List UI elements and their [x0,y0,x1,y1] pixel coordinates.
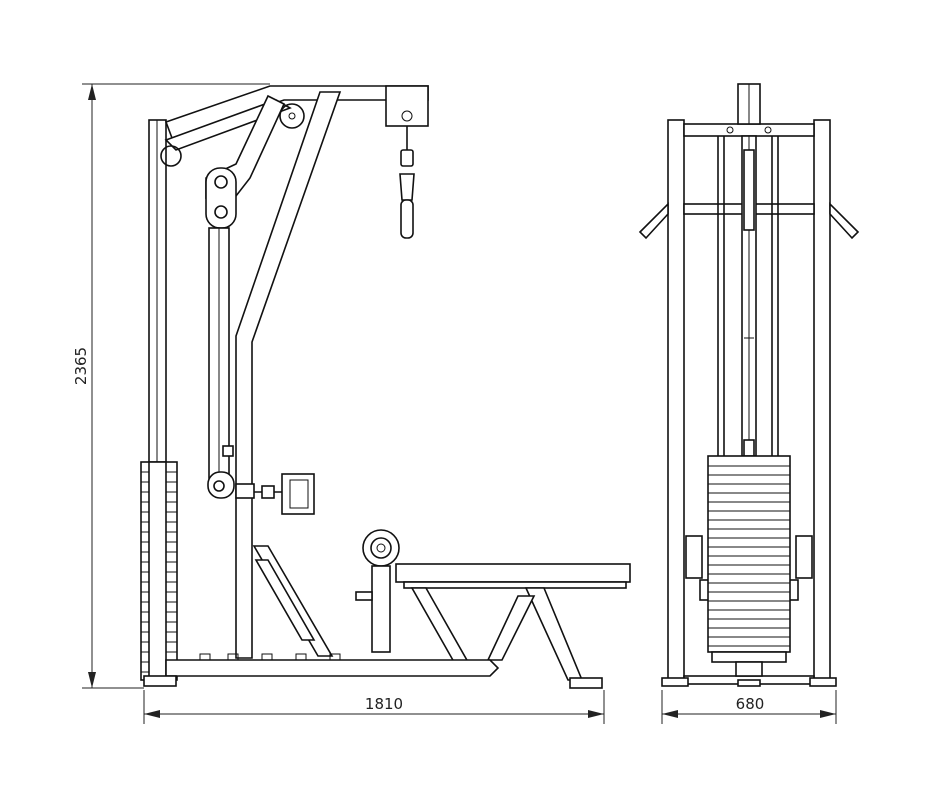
bench [395,563,631,681]
front-weight-stack [685,455,813,677]
height-dimension-label: 2365 [72,347,90,385]
pulley-linkage [205,94,286,499]
side-weight-stack [140,461,178,681]
front-guide-rods [717,135,779,457]
front-width-dimension [661,690,837,724]
side-width-dimension-label: 1810 [365,695,403,713]
front-width-dimension-label: 680 [736,695,765,713]
roller-pad [355,529,400,653]
seat-adjust-post [252,545,334,657]
top-boom [160,85,429,167]
side-width-dimension [143,690,605,724]
height-dimension [82,83,270,689]
top-cable-handle [399,126,415,239]
front-feet [661,677,837,687]
front-top-housing [726,83,772,134]
base-rail [143,653,603,689]
side-view [82,83,631,724]
diagonal-support [235,91,342,659]
front-view [638,83,860,724]
low-pulley-handle [235,473,315,515]
